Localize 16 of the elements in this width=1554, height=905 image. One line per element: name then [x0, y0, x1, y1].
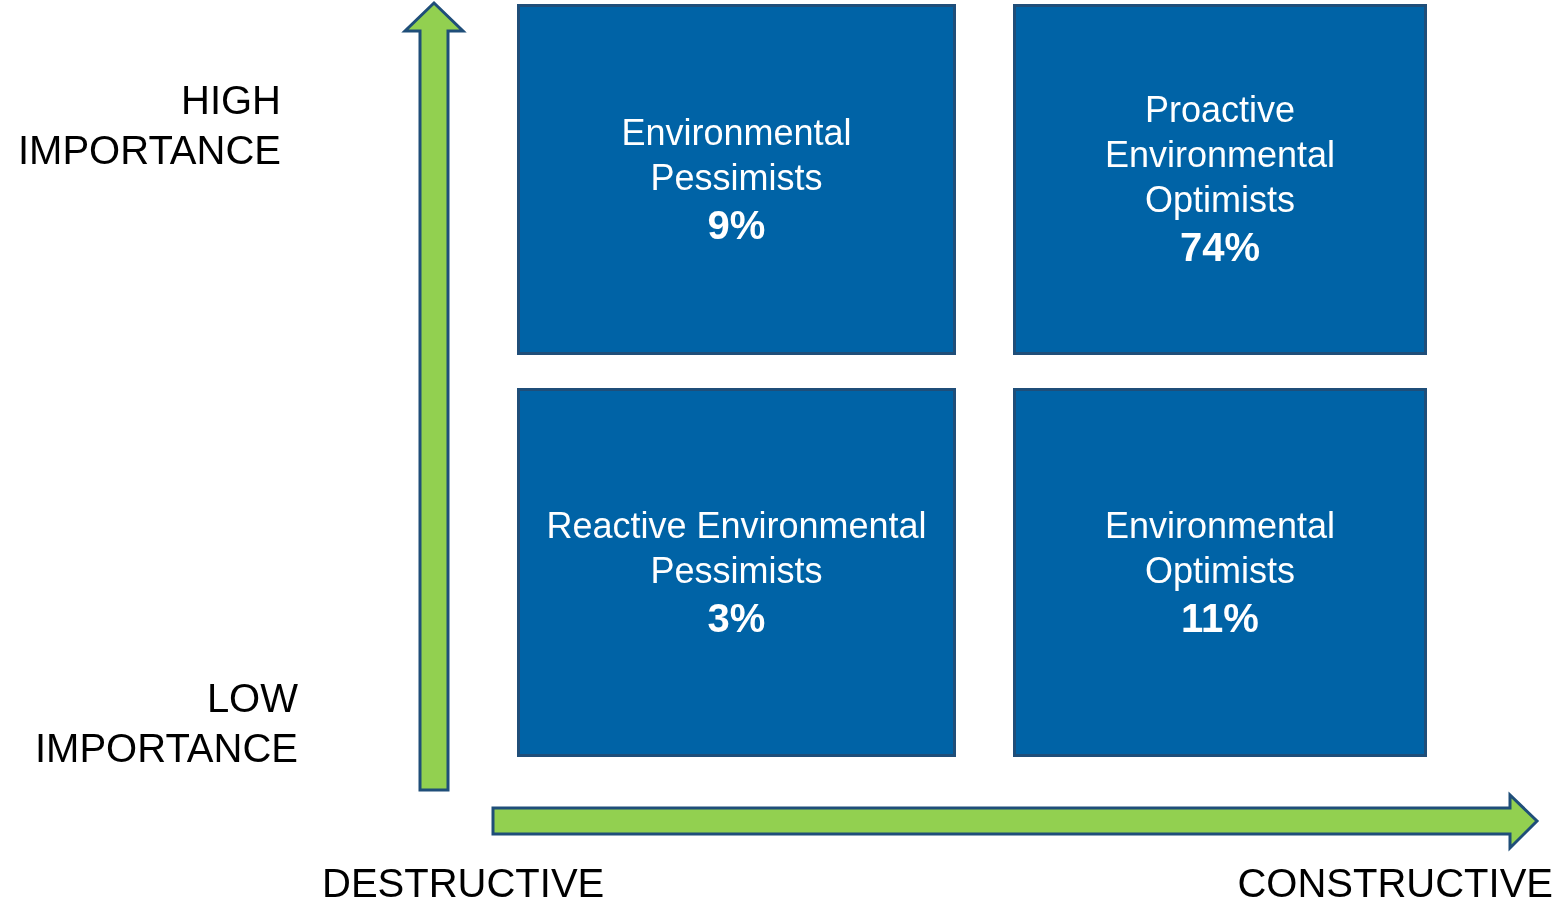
- axis-label: CONSTRUCTIVE: [1236, 860, 1553, 905]
- segment-name: Proactive Environmental Optimists: [1103, 88, 1337, 222]
- percentage-value: 74%: [1179, 224, 1261, 271]
- axis-label: DESTRUCTIVE: [322, 860, 606, 905]
- segment-name: Environmental Pessimists: [620, 110, 853, 200]
- quadrant-box: [517, 388, 956, 757]
- axis-label: LOW IMPORTANCE: [34, 675, 298, 772]
- segment-name: Environmental Optimists: [1103, 503, 1337, 593]
- percentage-value: 3%: [707, 594, 766, 642]
- percentage-value: 11%: [1181, 594, 1259, 642]
- quadrant-box: [1013, 4, 1427, 355]
- segment-name: Reactive Environmental Pessimists: [545, 503, 928, 593]
- percentage-value: 9%: [707, 201, 766, 249]
- axis-label: HIGH IMPORTANCE: [17, 77, 281, 174]
- quadrant-box: [517, 4, 956, 355]
- quadrant-box: [1013, 388, 1427, 757]
